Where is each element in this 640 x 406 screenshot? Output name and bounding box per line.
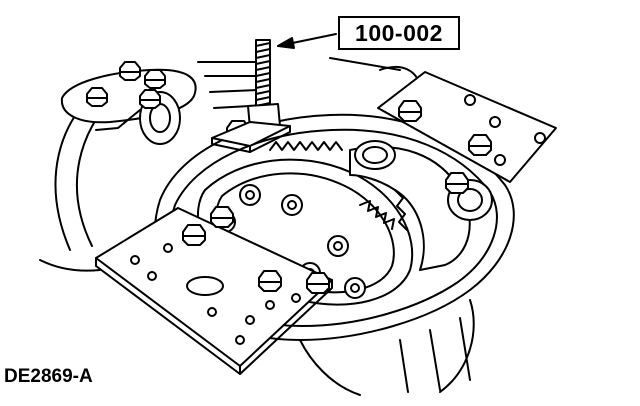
tool-callout-box: 100-002 <box>338 16 460 50</box>
tool-callout-label: 100-002 <box>355 19 443 46</box>
callout-leader-arrow <box>277 33 337 49</box>
puller-tool <box>211 39 291 153</box>
figure-id: DE2869-A <box>4 366 93 387</box>
hex-bolts <box>86 61 492 294</box>
bearing-cap-plate-left <box>95 207 333 375</box>
differential-carrier <box>349 140 493 271</box>
reference-lines <box>197 61 259 109</box>
